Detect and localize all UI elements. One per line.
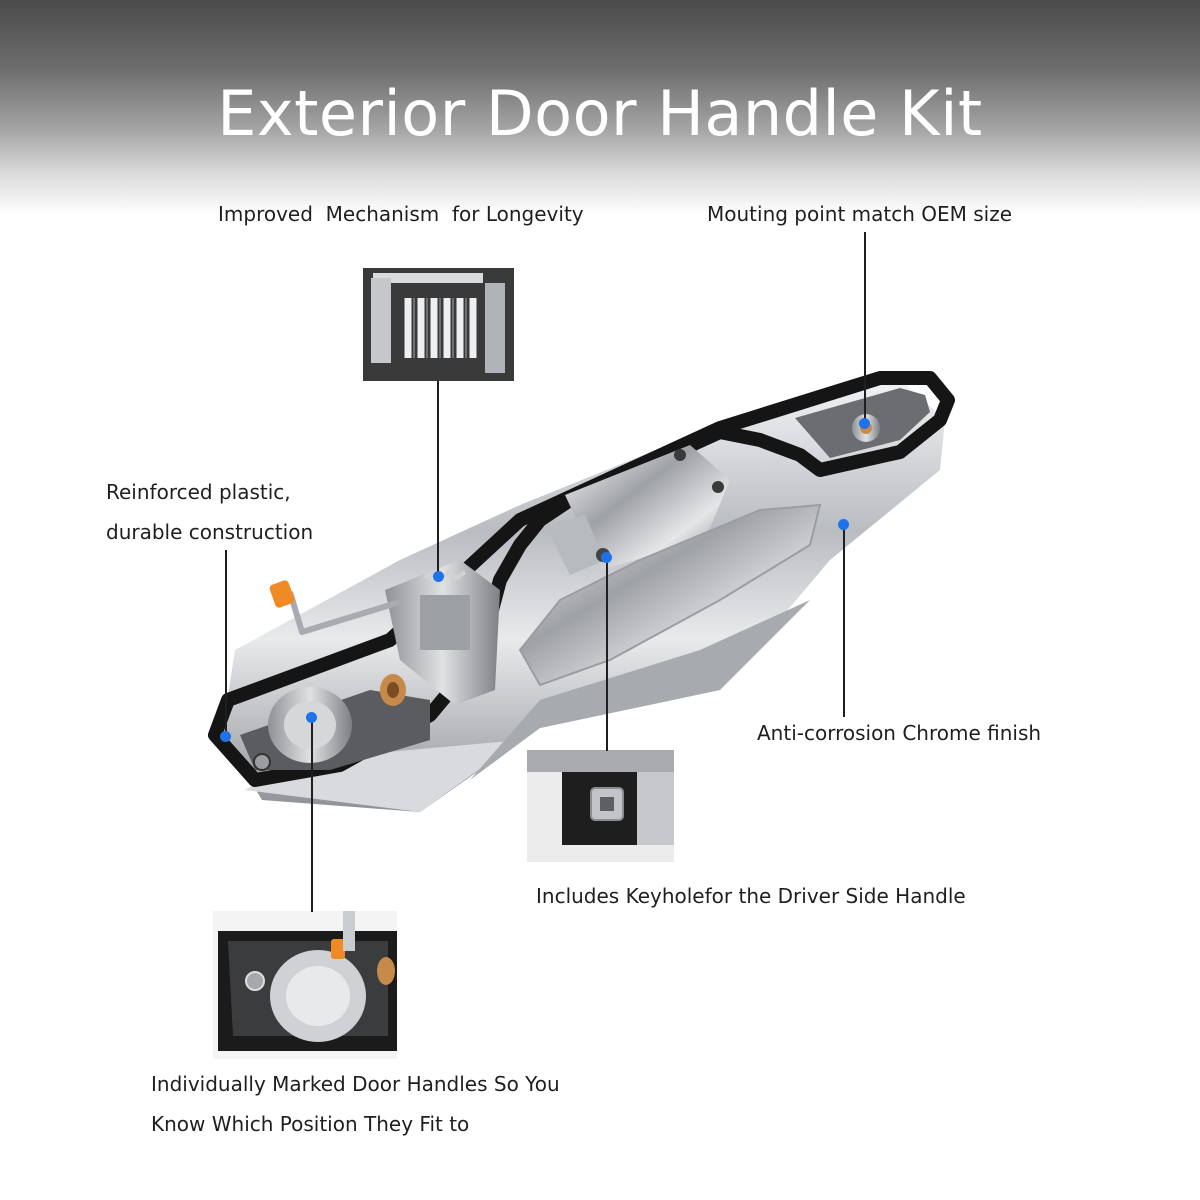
callout-plastic-line1: Reinforced plastic, bbox=[106, 480, 291, 504]
callout-dot-mounting bbox=[859, 418, 870, 429]
spring-mechanism-inset bbox=[363, 268, 514, 381]
callout-dot-keyhole bbox=[601, 552, 612, 563]
leader-line-mounting bbox=[864, 232, 866, 422]
callout-marked-line2: Know Which Position They Fit to bbox=[151, 1112, 470, 1136]
callout-dot-plastic bbox=[220, 731, 231, 742]
callout-dot-mechanism bbox=[433, 571, 444, 582]
page-title: Exterior Door Handle Kit bbox=[217, 76, 983, 150]
leader-line-chrome bbox=[843, 527, 845, 717]
callout-dot-marked bbox=[306, 712, 317, 723]
callout-chrome: Anti-corrosion Chrome finish bbox=[757, 721, 1042, 745]
callout-mechanism: Improved Mechanism for Longevity bbox=[218, 202, 584, 226]
leader-line-marked bbox=[311, 718, 313, 912]
marked-handle-inset bbox=[213, 911, 397, 1059]
leader-line-plastic bbox=[225, 550, 227, 734]
callout-mounting: Mouting point match OEM size bbox=[707, 202, 1013, 226]
keyhole-inset bbox=[527, 750, 674, 862]
leader-line-keyhole bbox=[606, 557, 608, 751]
callout-dot-chrome bbox=[838, 519, 849, 530]
callout-marked-line1: Individually Marked Door Handles So You bbox=[151, 1072, 560, 1096]
callout-keyhole: Includes Keyholefor the Driver Side Hand… bbox=[536, 884, 966, 908]
leader-line-mechanism bbox=[437, 381, 439, 577]
callout-plastic-line2: durable construction bbox=[106, 520, 314, 544]
